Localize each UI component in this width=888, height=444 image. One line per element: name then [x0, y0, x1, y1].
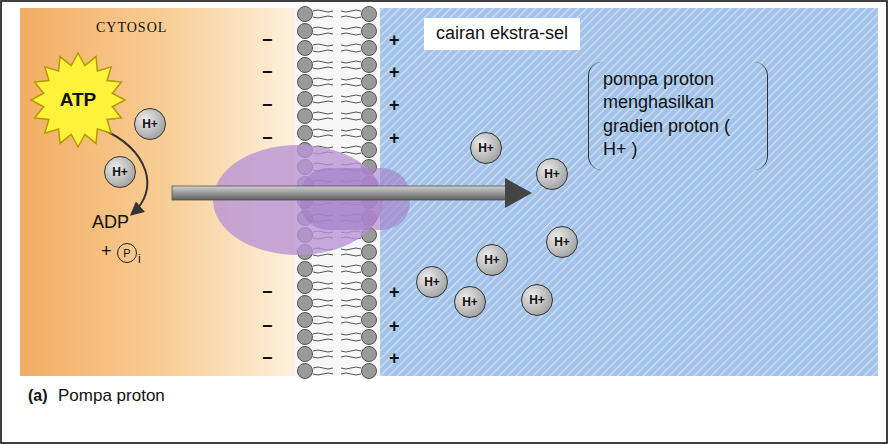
node-text: pompa proton menghasilkan gradien proton… — [603, 68, 753, 162]
node-text: H+ — [142, 117, 158, 131]
phosphate-circle: P — [117, 243, 137, 263]
transport-arrow — [172, 178, 532, 208]
node-text: H+ — [529, 293, 545, 307]
proton-circle: H+ — [546, 226, 578, 258]
node-text: H+ — [112, 165, 128, 179]
proton-circle: H+ — [454, 286, 486, 318]
charge-sign: + — [389, 128, 400, 149]
charge-sign: − — [262, 62, 273, 83]
node-text: H+ — [554, 235, 570, 249]
node-text: H+ — [484, 253, 500, 267]
proton-circle: H+ — [134, 108, 166, 140]
subscript: i — [138, 252, 141, 266]
region-label: CYTOSOL — [96, 20, 167, 36]
node-text: H+ — [462, 295, 478, 309]
node-text: H+ — [424, 275, 440, 289]
charge-sign: − — [262, 282, 273, 303]
atp-starburst: ATP — [28, 50, 128, 150]
proton-circle: H+ — [104, 156, 136, 188]
proton-circle: H+ — [416, 266, 448, 298]
region-label-box: cairan ekstra-sel — [424, 18, 580, 50]
charge-sign: − — [262, 128, 273, 149]
proton-circle: H+ — [476, 244, 508, 276]
atp-hydrolysis-arrow — [100, 128, 147, 214]
charge-sign: + — [389, 30, 400, 51]
node-text: cairan ekstra-sel — [436, 23, 568, 44]
charge-sign: + — [389, 62, 400, 83]
node-text: H+ — [478, 141, 494, 155]
proton-circle: H+ — [521, 284, 553, 316]
figure-letter: (a) — [28, 387, 48, 405]
plus-sign: + — [101, 241, 112, 262]
proton-circle: H+ — [470, 132, 502, 164]
charge-sign: − — [262, 316, 273, 337]
charge-sign: − — [262, 95, 273, 116]
charge-sign: + — [389, 316, 400, 337]
proton-circle: H+ — [536, 158, 568, 190]
charge-sign: + — [389, 348, 400, 369]
node-text: P — [123, 247, 130, 259]
charge-sign: − — [262, 30, 273, 51]
figure-caption: Pompa proton — [58, 386, 165, 406]
charge-sign: + — [389, 282, 400, 303]
node-text: H+ — [544, 167, 560, 181]
charge-sign: − — [262, 348, 273, 369]
node-text: ATP — [60, 89, 97, 111]
molecule-label: ADP — [92, 212, 129, 233]
charge-sign: + — [389, 95, 400, 116]
note-box: pompa proton menghasilkan gradien proton… — [588, 62, 768, 170]
